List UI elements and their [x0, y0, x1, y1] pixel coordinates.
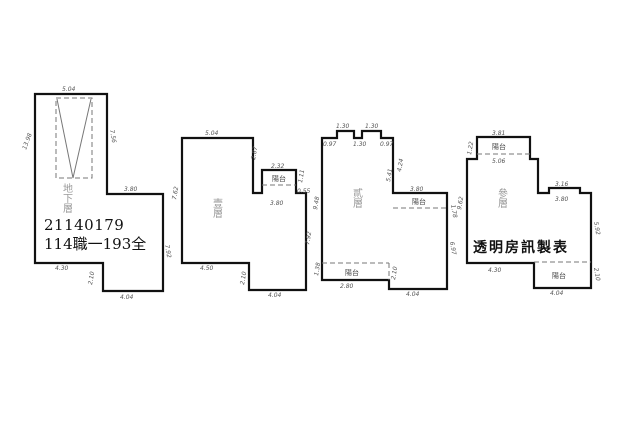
dim-label: 4.04 [550, 290, 564, 297]
dim-label: 4.04 [120, 294, 134, 301]
balcony-label: 陽台 [412, 197, 426, 206]
dim-label: 1.30 [353, 141, 367, 148]
dim-label: 5.04 [205, 130, 219, 137]
dim-label: 0.97 [380, 141, 394, 148]
dim-label: 2.10 [239, 271, 248, 286]
dim-label: 7.56 [108, 129, 117, 144]
dim-label: 0.97 [323, 141, 337, 148]
room-label: 壹層 [211, 197, 223, 218]
dim-label: 3.81 [492, 130, 505, 137]
dim-label: 9.48 [312, 196, 321, 211]
void-area [55, 97, 93, 179]
case-number: 21140179 [44, 216, 125, 234]
plan-third-floor: 陽台 陽台 參層 3.81 1.22 5.06 3.16 3.80 9.62 5… [456, 130, 601, 297]
dim-label: 2.10 [390, 266, 399, 281]
third-floor-outline [465, 135, 593, 290]
dim-label: 4.50 [200, 265, 214, 272]
dim-label: 1.22 [466, 141, 475, 156]
dim-label: 3.16 [555, 181, 569, 188]
dim-label: 1.30 [336, 123, 350, 130]
dim-label: 2.80 [340, 283, 354, 290]
balcony-label: 陽台 [492, 142, 506, 151]
dim-label: 5.04 [62, 86, 76, 93]
balcony-label: 陽台 [345, 268, 359, 277]
dim-label: 1.38 [313, 262, 322, 277]
plan-basement: 地下層 5.04 13.98 7.56 3.80 7.92 4.30 2.10 … [21, 86, 172, 301]
dim-label: 7.92 [163, 244, 172, 259]
dim-label: 5.41 [385, 168, 394, 182]
dim-label: 6.97 [448, 241, 457, 256]
dim-label: 1.78 [449, 204, 458, 219]
dim-label: 2.10 [87, 271, 96, 286]
dim-label: 3.80 [555, 196, 569, 203]
first-floor-outline [180, 136, 308, 292]
footer-label: 透明房訊製表 [473, 240, 569, 256]
dim-label: 5.92 [592, 221, 601, 236]
dim-label: 7.62 [171, 186, 180, 201]
room-label: 貳層 [351, 187, 363, 208]
dim-label: 2.32 [271, 163, 285, 170]
dim-label: 4.04 [406, 291, 420, 298]
second-floor-outline [320, 129, 449, 291]
dim-label: 4.04 [268, 292, 282, 299]
basement-outline [33, 92, 165, 293]
dim-label: 1.11 [297, 169, 306, 183]
dim-label: 2.10 [592, 267, 601, 282]
dim-label: 13.98 [21, 132, 34, 151]
plan-first-floor: 陽台 壹層 5.04 7.62 2.87 2.32 1.11 3.80 0.55… [171, 130, 313, 299]
dim-label: 7.92 [304, 231, 313, 246]
room-label: 地下層 [61, 182, 73, 213]
dim-label: 2.87 [250, 146, 259, 161]
dim-label: 3.80 [270, 200, 284, 207]
void-marker [56, 98, 92, 179]
room-label: 參層 [496, 187, 508, 208]
dim-label: 3.80 [124, 186, 138, 193]
balcony-label: 陽台 [552, 271, 566, 280]
dim-label: 4.30 [488, 267, 502, 274]
dim-label: 0.55 [297, 188, 311, 195]
dim-label: 4.30 [55, 265, 69, 272]
balcony-label: 陽台 [272, 174, 286, 183]
dim-label: 1.30 [365, 123, 379, 130]
dim-label: 4.24 [396, 158, 405, 173]
dim-label: 3.80 [410, 186, 424, 193]
dim-label: 9.62 [456, 196, 465, 211]
dim-label: 5.06 [492, 158, 506, 165]
plan-second-floor: 陽台 陽台 貳層 1.30 1.30 1.30 0.97 0.97 5.41 4… [312, 123, 458, 298]
case-code: 114職一193全 [44, 235, 147, 253]
